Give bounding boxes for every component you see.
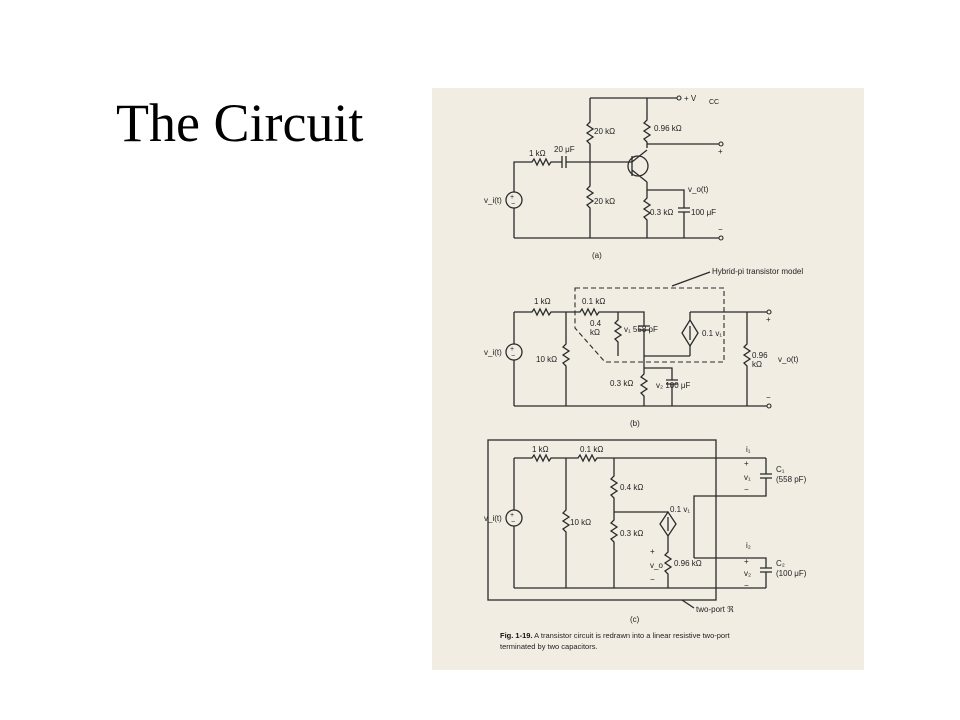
- c-source-label: v_i(t): [484, 514, 502, 523]
- c-r-bias: 10 kΩ: [570, 518, 591, 527]
- c-c2: C₂: [776, 559, 785, 568]
- slide-title: The Circuit: [116, 93, 364, 153]
- a-minus: −: [718, 225, 723, 234]
- a-plus: +: [718, 147, 723, 156]
- caption-line1: A transistor circuit is redrawn into a l…: [533, 631, 731, 640]
- c-r-input: 1 kΩ: [532, 445, 549, 454]
- c-c1-val: (558 pF): [776, 475, 807, 484]
- b-model-label: Hybrid-pi transistor model: [712, 267, 803, 276]
- c-src-minus: −: [511, 519, 515, 526]
- a-c-input: 20 μF: [554, 145, 575, 154]
- a-src-plus: +: [510, 194, 514, 201]
- a-src-minus: −: [511, 201, 515, 208]
- b-plus: +: [766, 315, 771, 324]
- b-r-pi-2: kΩ: [590, 328, 600, 337]
- c-c2-minus: −: [744, 581, 749, 590]
- c-r-pi: 0.4 kΩ: [620, 483, 643, 492]
- c-r-base: 0.1 kΩ: [580, 445, 603, 454]
- c-src-plus: +: [510, 512, 514, 519]
- c-vo-plus: +: [650, 547, 655, 556]
- b-gm: 0.1 v₁: [702, 329, 722, 338]
- figure-caption-line1: Fig. 1-19. A transistor circuit is redra…: [500, 631, 731, 640]
- a-r-top-right: 0.96 kΩ: [654, 124, 682, 133]
- c-r-emitter: 0.3 kΩ: [620, 529, 643, 538]
- b-c-pi: v₁ 558 pF: [624, 325, 658, 334]
- b-r-pi-1: 0.4: [590, 319, 602, 328]
- circuit-figure-scan: + V CC 20 kΩ 0.96 kΩ + v_o(t) 1 kΩ 20 μF…: [432, 88, 864, 670]
- caption-line2: terminated by two capacitors.: [500, 642, 598, 651]
- a-vcc-label: + V: [684, 94, 697, 103]
- a-r-bottom-left: 20 kΩ: [594, 197, 615, 206]
- circuit-a: + V CC 20 kΩ 0.96 kΩ + v_o(t) 1 kΩ 20 μF…: [484, 94, 724, 260]
- c-v1: v₁: [744, 473, 751, 482]
- a-r-emitter: 0.3 kΩ: [650, 208, 673, 217]
- b-r-load-1: 0.96: [752, 351, 768, 360]
- c-v2: v₂: [744, 569, 751, 578]
- a-r-input: 1 kΩ: [529, 149, 546, 158]
- b-minus: −: [766, 393, 771, 402]
- c-vo: v_o: [650, 561, 663, 570]
- b-r-base: 0.1 kΩ: [582, 297, 605, 306]
- b-src-plus: +: [510, 346, 514, 353]
- c-gm: 0.1 v₁: [670, 505, 690, 514]
- c-i1: i₁: [746, 445, 751, 454]
- c-c1: C₁: [776, 465, 785, 474]
- c-vo-minus: −: [650, 575, 655, 584]
- c-i2: i₂: [746, 541, 751, 550]
- b-output: v_o(t): [778, 355, 799, 364]
- c-c1-minus: −: [744, 485, 749, 494]
- a-vcc-sub: CC: [709, 99, 719, 106]
- c-two-port: two-port ℜ: [696, 605, 734, 614]
- c-label: (c): [630, 615, 640, 624]
- c-c2-plus: +: [744, 557, 749, 566]
- c-r-load: 0.96 kΩ: [674, 559, 702, 568]
- b-source-label: v_i(t): [484, 348, 502, 357]
- caption-bold: Fig. 1-19.: [500, 631, 533, 640]
- b-r-load-2: kΩ: [752, 360, 762, 369]
- b-r-input: 1 kΩ: [534, 297, 551, 306]
- circuit-b: 1 kΩ 0.1 kΩ Hybrid-pi transistor model 0…: [484, 267, 803, 428]
- c-c1-plus: +: [744, 459, 749, 468]
- b-r-bias: 10 kΩ: [536, 355, 557, 364]
- a-r-top-left: 20 kΩ: [594, 127, 615, 136]
- b-label: (b): [630, 419, 640, 428]
- a-source-label: v_i(t): [484, 196, 502, 205]
- a-c-emitter: 100 μF: [691, 208, 716, 217]
- b-src-minus: −: [511, 353, 515, 360]
- a-label: (a): [592, 251, 602, 260]
- circuit-diagram: + V CC 20 kΩ 0.96 kΩ + v_o(t) 1 kΩ 20 μF…: [432, 88, 864, 670]
- b-c-emitter: v₂ 100 μF: [656, 381, 691, 390]
- circuit-c: 1 kΩ 0.1 kΩ i₁ + v₁ − C₁ (558 pF) + − v_…: [484, 439, 807, 624]
- c-c2-val: (100 μF): [776, 569, 807, 578]
- b-r-emitter: 0.3 kΩ: [610, 379, 633, 388]
- a-output: v_o(t): [688, 185, 709, 194]
